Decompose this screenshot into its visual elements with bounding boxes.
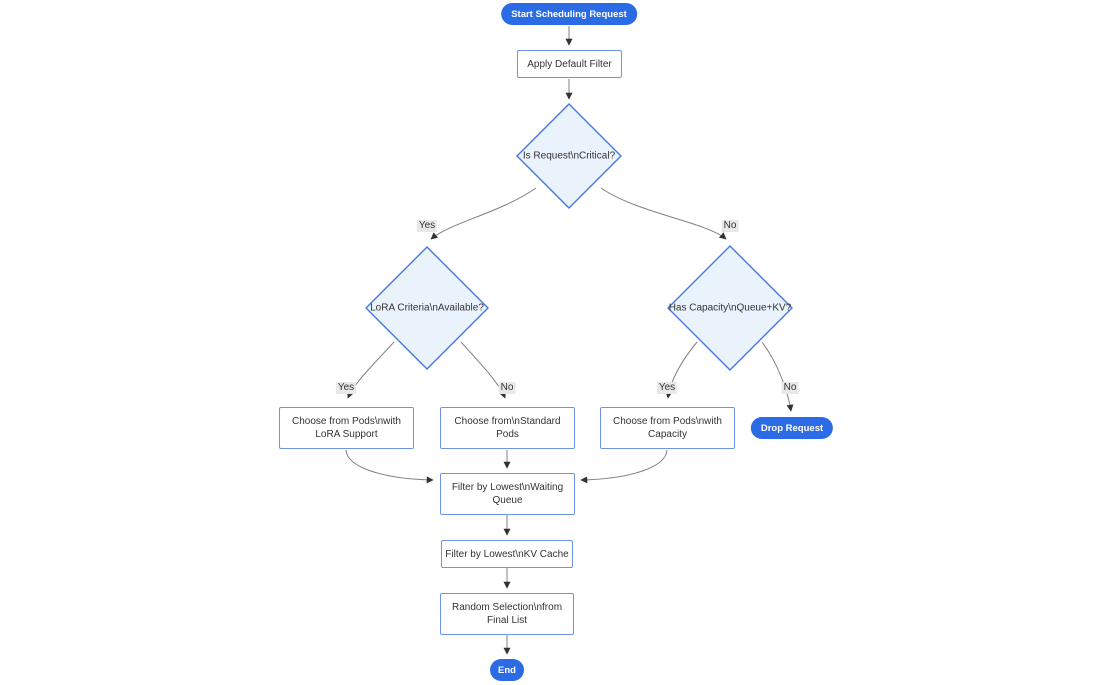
edge-label-lora-no: No [498, 382, 516, 394]
node-choose-capacity-pods-label-line1: Choose from Pods\nwith [613, 416, 722, 427]
node-lora-criteria-label: LoRA Criteria\nAvailable? [370, 302, 484, 314]
edge-is-critical-no [600, 187, 727, 240]
edge-label-lora-yes: Yes [335, 382, 357, 394]
node-choose-lora-pods-label-line1: Choose from Pods\nwith [292, 416, 401, 427]
node-filter-kv-cache: Filter by Lowest\nKV Cache [441, 540, 573, 568]
node-filter-waiting-queue: Filter by Lowest\nWaiting Queue [440, 473, 575, 515]
edge-label-critical-no: No [721, 220, 739, 232]
node-end-label: End [498, 664, 516, 676]
node-choose-standard-pods-label-line2: Pods [496, 429, 519, 440]
node-end: End [490, 659, 524, 681]
edge-lora-pods-to-queue [345, 449, 434, 484]
node-choose-lora-pods-label-line2: LoRA Support [315, 429, 378, 440]
node-choose-standard-pods: Choose from\nStandard Pods [440, 407, 575, 449]
node-choose-capacity-pods-label-line2: Capacity [648, 429, 687, 440]
edge-label-capacity-yes: Yes [656, 382, 678, 394]
node-has-capacity-label: Has Capacity\nQueue+KV? [668, 302, 792, 314]
node-random-selection-label-line2: Final List [486, 615, 527, 626]
node-random-selection: Random Selection\nfrom Final List [440, 593, 574, 635]
edge-capacity-no-drop [761, 341, 794, 412]
node-is-critical-label: Is Request\nCritical? [522, 150, 616, 162]
node-filter-waiting-queue-label-line2: Queue [492, 495, 523, 506]
edge-label-critical-yes: Yes [416, 220, 438, 232]
node-drop-request: Drop Request [750, 417, 834, 439]
edge-label-capacity-no: No [781, 382, 799, 394]
node-random-selection-label-line1: Random Selection\nfrom [451, 602, 563, 613]
node-apply-default-filter: Apply Default Filter [517, 50, 622, 78]
node-choose-capacity-pods: Choose from Pods\nwith Capacity [600, 407, 735, 449]
node-choose-lora-pods: Choose from Pods\nwith LoRA Support [279, 407, 414, 449]
diamond-lora-criteria [365, 246, 489, 370]
diamond-is-critical [516, 103, 622, 209]
diamond-has-capacity [667, 245, 793, 371]
node-start-label: Start Scheduling Request [511, 8, 627, 20]
node-apply-default-filter-label: Apply Default Filter [527, 58, 612, 70]
node-filter-kv-cache-label: Filter by Lowest\nKV Cache [445, 548, 569, 560]
node-choose-standard-pods-label-line1: Choose from\nStandard [454, 416, 561, 427]
node-drop-request-label: Drop Request [760, 422, 824, 434]
edge-capacity-pods-to-queue [580, 449, 668, 484]
node-start: Start Scheduling Request [501, 3, 637, 25]
node-filter-waiting-queue-label-line1: Filter by Lowest\nWaiting [451, 482, 564, 493]
edge-is-critical-yes [430, 187, 537, 240]
